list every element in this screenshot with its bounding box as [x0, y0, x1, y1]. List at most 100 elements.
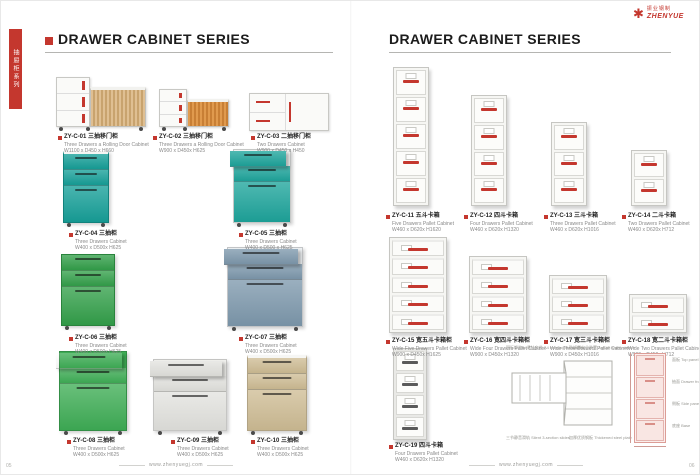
open-drawer-diagram: [511, 360, 613, 426]
product-title: ZY-C-15 宽五斗卡箱柜: [392, 338, 453, 344]
product-title: ZY-C-11 五斗卡箱: [392, 213, 440, 219]
cabinet-image-zy-c-13: [551, 122, 587, 206]
diagram-part-label: 抽面 Drawer front: [672, 379, 700, 384]
diagram-annotation: 国际标准A4悬挂文件 A4 hanging file system: [506, 345, 585, 350]
page-title-left: DRAWER CABINET SERIES: [58, 31, 250, 47]
product-title: ZY-C-02 三抽移门柜: [159, 134, 214, 140]
product-size: W900 x D450x H1625: [392, 352, 441, 359]
website-footer-right: www.zhenyuegj.com: [446, 462, 606, 468]
product-subtitle: Two Drawers Cabinet: [257, 141, 305, 148]
bullet-icon: [251, 439, 255, 444]
bullet-icon: [58, 135, 62, 140]
page-number-left: 05: [6, 463, 12, 469]
side-ribbon: 抽屉柜系列: [9, 29, 22, 109]
product-size: W460 x D620x H1320: [470, 227, 519, 234]
product-subtitle: Three Drawers Cabinet: [177, 445, 229, 452]
product-subtitle: Wide Five Drawers Pallet Cabinet: [392, 345, 467, 352]
product-label-zy-c-17: ZY-C-17 宽三斗卡箱柜 Wide Three Drawers Pallet…: [544, 338, 628, 359]
product-size: W1100 x D450 x H660: [64, 148, 114, 155]
cabinet-image-zy-c-18: [629, 294, 687, 333]
product-size: W400 x D500x H625: [75, 245, 122, 252]
dimension-line-horizontal: [634, 446, 666, 447]
product-label-zy-c-16: ZY-C-16 宽四斗卡箱柜 Wide Four Drawers Pallet …: [464, 338, 546, 359]
product-label-zy-c-06: ZY-C-06 三抽柜 Three Drawers Cabinet W400 x…: [69, 335, 127, 356]
cabinet-image-zy-c-16: [469, 256, 527, 333]
footer-rule-icon: [118, 464, 145, 466]
website-url: www.zhenyuegj.com: [148, 462, 204, 468]
website-footer-left: www.zhenyuegj.com: [96, 462, 256, 468]
product-subtitle: Five Drawers Pallet Cabinet: [392, 220, 454, 227]
cabinet-image-zy-c-05: [230, 149, 291, 227]
spec-cabinet-diagram: [634, 353, 666, 443]
bullet-icon: [622, 339, 626, 344]
page-seam: [350, 1, 352, 474]
brand-name-en: ZHENYUE: [646, 12, 684, 20]
product-subtitle: Three Drawers Cabinet: [245, 342, 297, 349]
product-label-zy-c-19: ZY-C-19 四斗卡箱 Four Drawers Pallet Cabinet…: [389, 443, 458, 464]
product-subtitle: Three Drawers Cabinet: [75, 342, 127, 349]
product-title: ZY-C-10 三抽柜: [257, 438, 300, 444]
bullet-icon: [153, 135, 157, 140]
title-rule-right: [389, 52, 671, 53]
brand-flower-icon: ✱: [633, 6, 644, 22]
product-subtitle: Four Drawers Pallet Cabinet: [395, 450, 458, 457]
product-title: ZY-C-17 宽三斗卡箱柜: [550, 338, 611, 344]
cabinet-image-zy-c-08: [56, 351, 127, 435]
page-number-right: 06: [689, 463, 695, 469]
bullet-icon: [464, 214, 468, 219]
footer-rule-icon: [468, 464, 495, 466]
product-size: W900 x D450x H625: [159, 148, 206, 155]
cabinet-image-zy-c-01: [56, 77, 146, 131]
bullet-icon: [69, 336, 73, 341]
bullet-icon: [239, 232, 243, 237]
product-size: W460 x D620x H1320: [395, 457, 444, 464]
brand-logo: ✱ 振业钢制 ZHENYUE: [633, 6, 684, 22]
bullet-icon: [386, 214, 390, 219]
product-subtitle: Three Drawers a Rolling Door Cabinet: [159, 141, 244, 148]
product-subtitle: Three Drawers Cabinet: [75, 238, 127, 245]
product-size: W460 x D620x H1016: [550, 227, 599, 234]
diagram-annotation: 三节静音滑轨 Silent 3-section slides: [506, 435, 570, 440]
product-size: W460 x D620x H712: [628, 227, 675, 234]
product-subtitle: Four Drawers Pallet Cabinet: [470, 220, 533, 227]
cabinet-image-zy-c-02: [159, 89, 229, 131]
product-subtitle: Three Drawers Cabinet: [245, 238, 297, 245]
product-label-zy-c-05: ZY-C-05 三抽柜 Three Drawers Cabinet W400 x…: [239, 231, 297, 252]
product-title: ZY-C-05 三抽柜: [245, 231, 288, 237]
product-label-zy-c-15: ZY-C-15 宽五斗卡箱柜 Wide Five Drawers Pallet …: [386, 338, 467, 359]
diagram-part-label: 面板 Top panel: [672, 357, 699, 362]
diagram-part-label: 底座 Base: [672, 423, 691, 428]
product-subtitle: Three Drawers a Rolling Door Cabinet: [64, 141, 149, 148]
product-label-zy-c-07: ZY-C-07 三抽柜 Three Drawers Cabinet W400 x…: [239, 335, 297, 356]
product-label-zy-c-09: ZY-C-09 三抽柜 Three Drawers Cabinet W400 x…: [171, 438, 229, 459]
product-subtitle: Wide Four Drawers Pallet Cabinet: [470, 345, 546, 352]
bullet-icon: [386, 339, 390, 344]
cabinet-image-zy-c-09: [150, 359, 227, 435]
cabinet-image-zy-c-15: [389, 237, 447, 333]
product-subtitle: Three Drawers Cabinet: [73, 445, 125, 452]
product-title: ZY-C-19 四斗卡箱: [395, 443, 444, 449]
dimension-line-vertical: [630, 353, 631, 443]
bullet-icon: [464, 339, 468, 344]
bullet-icon: [239, 336, 243, 341]
product-title: ZY-C-16 宽四斗卡箱柜: [470, 338, 531, 344]
bullet-icon: [251, 135, 255, 140]
cabinet-image-zy-c-19: [393, 348, 427, 440]
product-label-zy-c-10: ZY-C-10 三抽柜 Three Drawers Cabinet W400 x…: [251, 438, 309, 459]
product-title: ZY-C-09 三抽柜: [177, 438, 220, 444]
product-size: W400 x D500 x H625: [245, 245, 297, 252]
product-label-zy-c-13: ZY-C-13 三斗卡箱 Three Drawers Pallet Cabine…: [544, 213, 616, 234]
product-title: ZY-C-03 二抽移门柜: [257, 134, 312, 140]
brand-name-cn: 振业钢制: [646, 6, 671, 12]
website-url: www.zhenyuegj.com: [498, 462, 554, 468]
product-subtitle: Three Drawers Pallet Cabinet: [550, 220, 616, 227]
product-title: ZY-C-01 三抽移门柜: [64, 134, 119, 140]
cabinet-image-zy-c-04: [63, 151, 109, 227]
bullet-icon: [67, 439, 71, 444]
bullet-icon: [622, 214, 626, 219]
cabinet-image-zy-c-10: [247, 355, 307, 435]
bullet-icon: [389, 444, 393, 449]
product-subtitle: Two Drawers Pallet Cabinet: [628, 220, 690, 227]
product-subtitle: Three Drawers Cabinet: [257, 445, 309, 452]
